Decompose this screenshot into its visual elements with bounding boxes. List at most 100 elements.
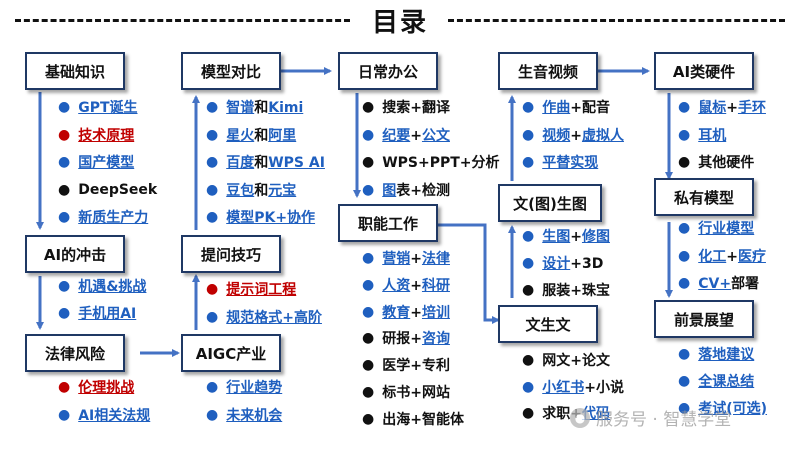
bullet-icon: ● (362, 99, 375, 115)
list-item-private-model[interactable]: ●行业模型 (678, 218, 754, 238)
list-item-work[interactable]: ●医学+专利 (362, 355, 450, 375)
item-label: 视频+虚拟人 (542, 125, 624, 145)
list-item-text-text[interactable]: ●网文+论文 (522, 350, 610, 370)
list-item-model-compare[interactable]: ●模型PK+协作 (206, 207, 315, 227)
list-item-office[interactable]: ●图表+检测 (362, 180, 450, 200)
bullet-icon: ● (522, 378, 535, 395)
list-item-outlook[interactable]: ●全课总结 (678, 371, 754, 391)
item-label: 提示词工程 (226, 279, 296, 299)
node-ai-impact[interactable]: AI的冲击 (25, 235, 125, 273)
item-text-segment: +小说 (584, 379, 624, 396)
item-text-segment: AI相关法规 (78, 408, 151, 424)
list-item-office[interactable]: ●搜索+翻译 (362, 97, 450, 117)
list-item-text-image[interactable]: ●生图+修图 (522, 226, 610, 246)
item-text-segment: 出海+智能体 (382, 411, 464, 428)
item-label: 星火和阿里 (226, 125, 296, 145)
item-label: 落地建议 (698, 344, 754, 364)
item-text-segment: 机遇&挑战 (78, 279, 147, 295)
item-label: 伦理挑战 (78, 377, 134, 397)
list-item-ai-impact[interactable]: ●手机用AI (58, 303, 136, 323)
list-item-av[interactable]: ●平替实现 (522, 152, 598, 172)
item-label: 医学+专利 (382, 355, 450, 375)
item-label: 耳机 (698, 125, 726, 145)
bullet-icon: ● (58, 181, 71, 198)
list-item-prompt[interactable]: ●规范格式+高阶 (206, 307, 322, 327)
item-label: DeepSeek (78, 182, 157, 198)
list-item-av[interactable]: ●作曲+配音 (522, 97, 610, 117)
list-item-private-model[interactable]: ●CV+部署 (678, 273, 759, 293)
list-item-basics[interactable]: ●新质生产力 (58, 207, 148, 227)
bullet-icon: ● (206, 309, 219, 325)
list-item-work[interactable]: ●人资+科研 (362, 275, 450, 295)
node-office[interactable]: 日常办公 (338, 52, 438, 90)
item-text-segment: 研报+ (382, 331, 422, 348)
list-item-work[interactable]: ●出海+智能体 (362, 409, 464, 429)
item-label: 服装+珠宝 (542, 280, 610, 300)
node-work[interactable]: 职能工作 (338, 204, 438, 242)
list-item-basics[interactable]: ● DeepSeek (58, 180, 157, 200)
list-item-model-compare[interactable]: ●豆包和元宝 (206, 180, 296, 200)
item-text-segment: 其他硬件 (698, 155, 755, 171)
node-outlook[interactable]: 前景展望 (654, 300, 754, 338)
item-text-segment: 新质生产力 (78, 210, 149, 226)
node-av[interactable]: 生音视频 (498, 52, 598, 90)
item-label: 网文+论文 (542, 350, 610, 370)
list-item-work[interactable]: ●教育+培训 (362, 302, 450, 322)
bullet-icon: ● (58, 407, 71, 423)
node-aigc[interactable]: AIGC产业 (181, 334, 281, 372)
list-item-aigc[interactable]: ●未来机会 (206, 405, 282, 425)
list-item-ai-impact[interactable]: ●机遇&挑战 (58, 276, 146, 296)
item-text-segment: 模型PK+协作 (226, 210, 316, 226)
node-text-text[interactable]: 文生文 (498, 305, 598, 343)
list-item-office[interactable]: ●纪要+公文 (362, 125, 450, 145)
item-label: 平替实现 (542, 152, 598, 172)
list-item-work[interactable]: ●标书+网站 (362, 382, 450, 402)
list-item-work[interactable]: ●营销+法律 (362, 248, 450, 268)
list-item-basics[interactable]: ●GPT诞生 (58, 97, 138, 117)
node-text-image[interactable]: 文(图)生图 (498, 184, 602, 222)
list-item-legal[interactable]: ● AI相关法规 (58, 405, 150, 425)
item-label: 百度和WPS AI (226, 152, 325, 172)
list-item-outlook[interactable]: ●落地建议 (678, 344, 754, 364)
list-item-model-compare[interactable]: ●星火和阿里 (206, 125, 296, 145)
list-item-prompt[interactable]: ● 提示词工程 (206, 279, 296, 299)
node-hardware[interactable]: AI类硬件 (654, 52, 754, 90)
list-item-basics[interactable]: ●技术原理 (58, 125, 134, 145)
list-item-basics[interactable]: ●国产模型 (58, 152, 134, 172)
item-text-segment: 科研 (421, 277, 450, 294)
list-item-model-compare[interactable]: ●智谱和Kimi (206, 97, 303, 117)
list-item-model-compare[interactable]: ●百度和WPS AI (206, 152, 325, 172)
node-model-compare[interactable]: 模型对比 (181, 52, 281, 90)
bullet-icon: ● (362, 126, 375, 143)
node-basics[interactable]: 基础知识 (25, 52, 125, 90)
list-item-aigc[interactable]: ●行业趋势 (206, 377, 282, 397)
list-item-hardware[interactable]: ●鼠标+手环 (678, 97, 766, 117)
list-item-text-image[interactable]: ●设计+3D (522, 253, 603, 273)
item-label: 生图+修图 (542, 226, 610, 246)
item-text-segment: WPS AI (268, 155, 325, 171)
list-item-text-text[interactable]: ●小红书+小说 (522, 377, 624, 397)
item-label: 智谱和Kimi (226, 97, 303, 117)
item-label: 研报+咨询 (382, 328, 450, 348)
list-item-hardware[interactable]: ●其他硬件 (678, 152, 754, 172)
bullet-icon: ● (206, 379, 219, 395)
list-item-text-image[interactable]: ●服装+珠宝 (522, 280, 610, 300)
bullet-icon: ● (678, 275, 691, 291)
list-item-private-model[interactable]: ●化工+医疗 (678, 246, 766, 266)
title-dash-left (15, 19, 350, 22)
node-legal[interactable]: 法律风险 (25, 334, 125, 372)
item-text-segment: +3D (570, 256, 604, 272)
node-prompt[interactable]: 提问技巧 (181, 235, 281, 273)
list-item-work[interactable]: ●研报+咨询 (362, 328, 450, 348)
bullet-icon: ● (206, 281, 219, 297)
item-text-segment: 培训 (421, 304, 450, 321)
item-label: 化工+医疗 (698, 246, 766, 266)
list-item-outlook[interactable]: ●考试(可选) (678, 398, 767, 418)
node-private-model[interactable]: 私有模型 (654, 178, 754, 216)
item-text-segment: 标书+网站 (382, 385, 450, 401)
item-label: 考试(可选) (698, 398, 767, 418)
list-item-office[interactable]: ●WPS+PPT+分析 (362, 152, 500, 172)
list-item-legal[interactable]: ●伦理挑战 (58, 377, 134, 397)
list-item-av[interactable]: ●视频+虚拟人 (522, 125, 624, 145)
list-item-hardware[interactable]: ●耳机 (678, 125, 726, 145)
